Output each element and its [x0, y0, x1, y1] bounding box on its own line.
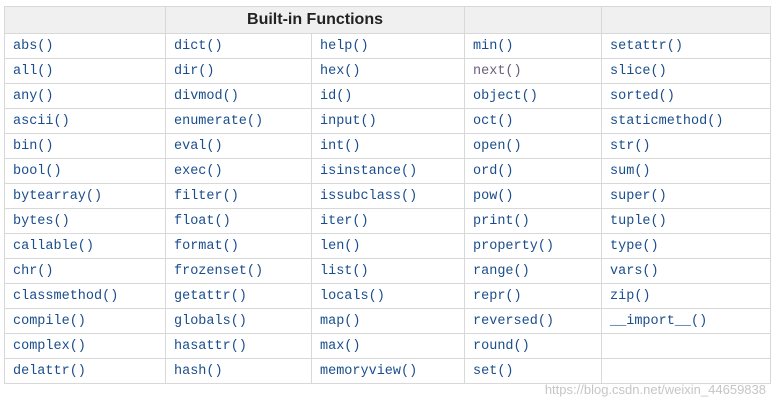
function-link[interactable]: bool(): [4, 158, 166, 184]
function-link[interactable]: oct(): [464, 108, 603, 134]
function-link[interactable]: bytes(): [4, 208, 166, 234]
function-link[interactable]: filter(): [165, 183, 312, 209]
function-link[interactable]: chr(): [4, 258, 166, 284]
function-link[interactable]: set(): [464, 358, 603, 384]
function-link[interactable]: divmod(): [165, 83, 312, 109]
function-link[interactable]: pow(): [464, 183, 603, 209]
function-link[interactable]: property(): [464, 233, 603, 259]
function-link[interactable]: sorted(): [601, 83, 772, 109]
table-row: bin() eval() int() open() str(): [4, 133, 772, 159]
function-link[interactable]: issubclass(): [310, 183, 466, 209]
function-link[interactable]: range(): [464, 258, 603, 284]
table-row: complex() hasattr() max() round(): [4, 333, 772, 359]
function-link[interactable]: exec(): [165, 158, 312, 184]
table-row: ascii() enumerate() input() oct() static…: [4, 108, 772, 134]
function-link[interactable]: type(): [601, 233, 772, 259]
table-row: callable() format() len() property() typ…: [4, 233, 772, 259]
table-row: all() dir() hex() next() slice(): [4, 58, 772, 84]
function-link[interactable]: __import__(): [601, 308, 772, 334]
function-link-visited[interactable]: next(): [464, 58, 603, 84]
table-title: Built-in Functions: [164, 6, 466, 34]
function-link[interactable]: ord(): [464, 158, 603, 184]
function-link[interactable]: any(): [4, 83, 166, 109]
function-link[interactable]: dir(): [165, 58, 312, 84]
function-link[interactable]: list(): [310, 258, 466, 284]
function-link[interactable]: bytearray(): [4, 183, 166, 209]
function-link[interactable]: getattr(): [165, 283, 312, 309]
function-link[interactable]: tuple(): [601, 208, 772, 234]
function-link[interactable]: eval(): [165, 133, 312, 159]
function-link[interactable]: vars(): [601, 258, 772, 284]
table-body: abs() dict() help() min() setattr() all(…: [4, 33, 772, 384]
function-link[interactable]: locals(): [310, 283, 466, 309]
function-link[interactable]: compile(): [4, 308, 166, 334]
function-link[interactable]: setattr(): [601, 33, 772, 59]
function-link[interactable]: map(): [310, 308, 466, 334]
watermark: https://blog.csdn.net/weixin_44659838: [544, 382, 766, 397]
header-cell-3: [464, 6, 603, 34]
header-cell-1: [4, 6, 166, 34]
function-link[interactable]: object(): [464, 83, 603, 109]
table-row: classmethod() getattr() locals() repr() …: [4, 283, 772, 309]
table-row: any() divmod() id() object() sorted(): [4, 83, 772, 109]
function-link[interactable]: input(): [310, 108, 466, 134]
function-link[interactable]: str(): [601, 133, 772, 159]
function-link[interactable]: callable(): [4, 233, 166, 259]
function-link[interactable]: staticmethod(): [601, 108, 772, 134]
function-link[interactable]: slice(): [601, 58, 772, 84]
function-link[interactable]: reversed(): [464, 308, 603, 334]
header-cell-4: [601, 6, 772, 34]
function-link[interactable]: int(): [310, 133, 466, 159]
function-link[interactable]: ascii(): [4, 108, 166, 134]
table-row: delattr() hash() memoryview() set(): [4, 358, 772, 384]
function-link[interactable]: dict(): [165, 33, 312, 59]
function-link[interactable]: repr(): [464, 283, 603, 309]
function-link[interactable]: complex(): [4, 333, 166, 359]
function-link[interactable]: frozenset(): [165, 258, 312, 284]
empty-cell: [601, 333, 772, 359]
function-link[interactable]: iter(): [310, 208, 466, 234]
function-link[interactable]: max(): [310, 333, 466, 359]
function-link[interactable]: hasattr(): [165, 333, 312, 359]
empty-cell: [601, 358, 772, 384]
table-header-row: Built-in Functions: [4, 6, 772, 34]
builtin-functions-table: Built-in Functions abs() dict() help() m…: [4, 6, 772, 384]
function-link[interactable]: print(): [464, 208, 603, 234]
function-link[interactable]: bin(): [4, 133, 166, 159]
table-row: bool() exec() isinstance() ord() sum(): [4, 158, 772, 184]
function-link[interactable]: enumerate(): [165, 108, 312, 134]
function-link[interactable]: sum(): [601, 158, 772, 184]
function-link[interactable]: help(): [310, 33, 466, 59]
function-link[interactable]: hex(): [310, 58, 466, 84]
function-link[interactable]: float(): [165, 208, 312, 234]
function-link[interactable]: zip(): [601, 283, 772, 309]
function-link[interactable]: open(): [464, 133, 603, 159]
function-link[interactable]: min(): [464, 33, 603, 59]
table-row: compile() globals() map() reversed() __i…: [4, 308, 772, 334]
function-link[interactable]: all(): [4, 58, 166, 84]
table-row: bytes() float() iter() print() tuple(): [4, 208, 772, 234]
function-link[interactable]: round(): [464, 333, 603, 359]
table-row: bytearray() filter() issubclass() pow() …: [4, 183, 772, 209]
table-row: chr() frozenset() list() range() vars(): [4, 258, 772, 284]
table-row: abs() dict() help() min() setattr(): [4, 33, 772, 59]
function-link[interactable]: format(): [165, 233, 312, 259]
function-link[interactable]: super(): [601, 183, 772, 209]
function-link[interactable]: classmethod(): [4, 283, 166, 309]
function-link[interactable]: globals(): [165, 308, 312, 334]
function-link[interactable]: hash(): [165, 358, 312, 384]
function-link[interactable]: memoryview(): [310, 358, 466, 384]
function-link[interactable]: isinstance(): [310, 158, 466, 184]
function-link[interactable]: id(): [310, 83, 466, 109]
function-link[interactable]: len(): [310, 233, 466, 259]
function-link[interactable]: abs(): [4, 33, 166, 59]
function-link[interactable]: delattr(): [4, 358, 166, 384]
